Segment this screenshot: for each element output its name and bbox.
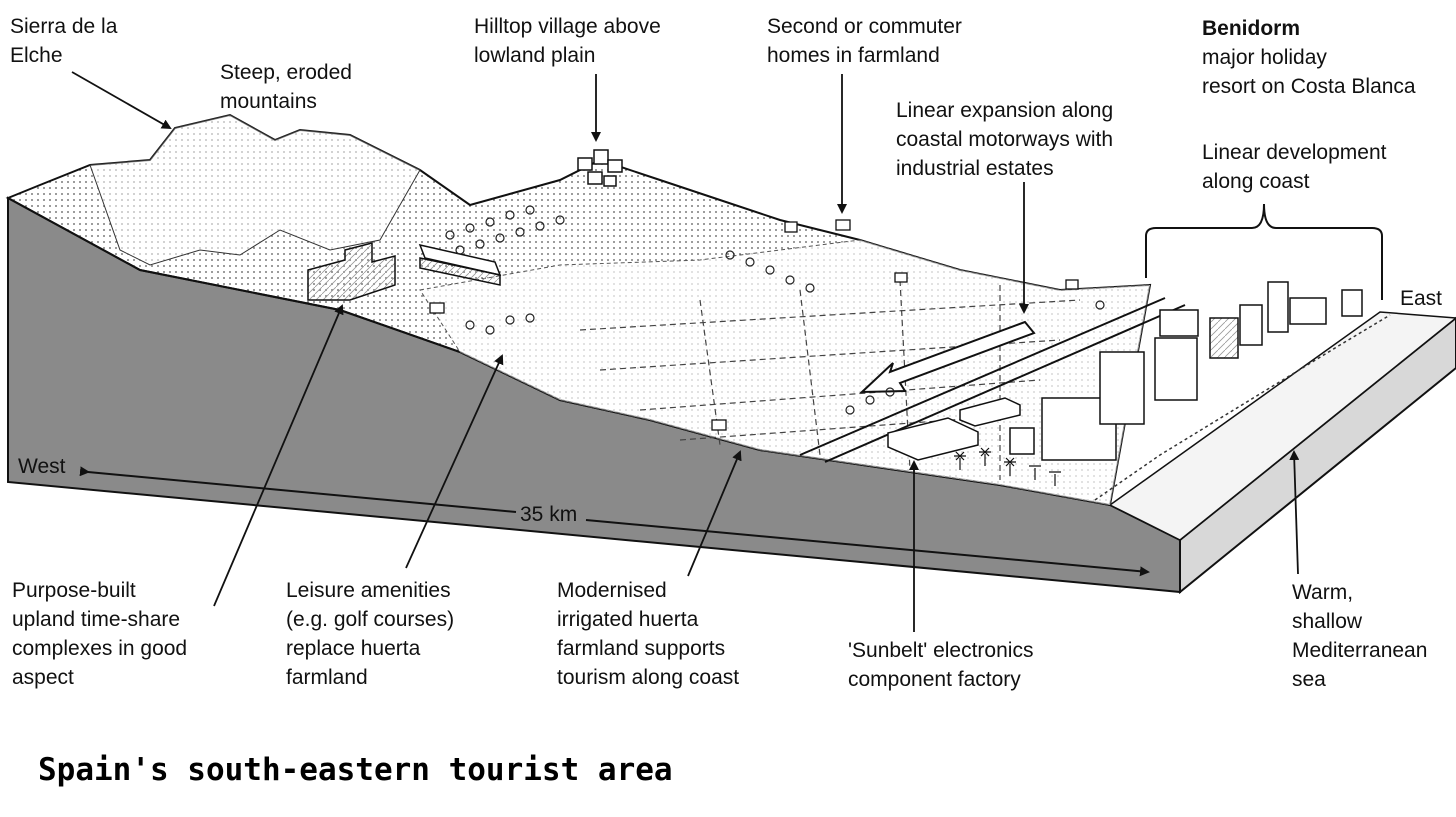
label-west: West [18,455,66,478]
hilltop-village [577,149,623,187]
label-leisure-amenities: Leisure amenities(e.g. golf courses)repl… [286,579,455,689]
coast-bracket [1145,203,1383,300]
palm-trees [954,447,1061,486]
timeshare-complexes [307,242,502,301]
farm-houses [429,219,1079,431]
coastal-motorway [799,297,1186,463]
diagram-title: Spain's south-eastern tourist area [38,752,673,788]
label-east: East [1400,287,1443,310]
annotation-arrows [71,71,1300,632]
expansion-arrow-shape [859,320,1036,394]
orchard-trees [445,205,1105,415]
label-distance: 35 km [520,503,578,526]
label-benidorm-title: Benidorm [1202,17,1301,40]
distance-scale-line [79,466,1150,577]
sea-surface [1108,311,1456,541]
mountain-shading [89,114,421,266]
benidorm-buildings [1041,281,1363,461]
industrial-estates [887,397,1035,461]
